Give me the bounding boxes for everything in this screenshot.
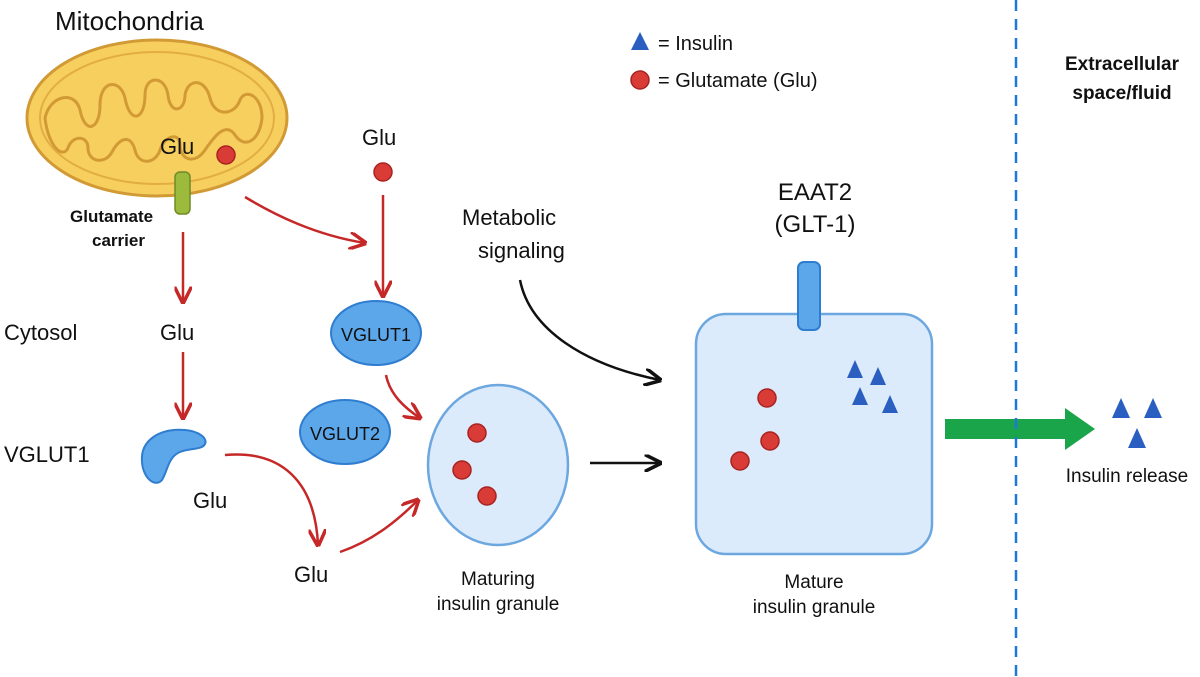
arrow-metabolic-signaling — [518, 279, 660, 380]
glutamate-dot — [730, 451, 750, 471]
released-insulin-triangle — [1144, 398, 1162, 418]
maturing-granule-label-2: insulin granule — [437, 594, 560, 615]
maturing-granule-label-1: Maturing — [461, 569, 535, 590]
mature-insulin-granule — [694, 312, 934, 556]
glutamate-dot — [452, 460, 472, 480]
glu-bottom-label: Glu — [294, 562, 328, 587]
glutamate-dot — [477, 486, 497, 506]
mitochondrion: Glu — [25, 38, 289, 215]
arrow-vglut1-to-glu — [224, 453, 318, 545]
cytosol-label: Cytosol — [4, 320, 77, 345]
vglut1-transporter-crescent — [140, 428, 207, 484]
insulin-triangle — [882, 395, 898, 413]
glutamate-dot — [467, 423, 487, 443]
mitochondria-cristae — [43, 78, 264, 163]
insulin-triangle — [870, 367, 886, 385]
eaat2-transporter — [797, 261, 821, 331]
extracellular-label-1: Extracellular — [1065, 54, 1180, 75]
cytosol-glu-label: Glu — [160, 320, 194, 345]
vglut2-oval-label: VGLUT2 — [310, 424, 380, 444]
legend-glutamate-label: = Glutamate (Glu) — [658, 70, 818, 92]
released-insulin-triangle — [1112, 398, 1130, 418]
glutamate-carrier-label-1: Glutamate — [70, 207, 153, 226]
glu-below-vglut1-label: Glu — [193, 488, 227, 513]
glutamate-dot — [760, 431, 780, 451]
eaat2-label-2: (GLT-1) — [775, 211, 856, 238]
insulin-triangle — [852, 387, 868, 405]
maturing-insulin-granule — [426, 383, 570, 547]
arrow-mitochondria-to-vglut1 — [244, 195, 365, 243]
glutamate-dot — [757, 388, 777, 408]
mature-granule-label-1: Mature — [784, 572, 843, 593]
glu-top-label: Glu — [362, 125, 396, 150]
insulin-release-arrow — [945, 408, 1095, 450]
arrow-vglut1-to-maturing-granule — [384, 374, 420, 418]
legend-glutamate-icon — [630, 70, 650, 90]
metabolic-signaling-label-2: signaling — [478, 238, 565, 263]
legend: = Insulin = Glutamate (Glu) — [630, 32, 818, 92]
glutamate-carrier-label-2: carrier — [92, 231, 145, 250]
vglut1-left-label: VGLUT1 — [4, 442, 90, 467]
insulin-release-label: Insulin release — [1066, 466, 1189, 487]
glu-in-mitochondria-label: Glu — [160, 134, 194, 159]
glutamate-carrier — [174, 171, 191, 215]
vglut2-oval — [299, 399, 391, 465]
arrow-glu-to-maturing-granule — [339, 500, 418, 554]
mature-granule-label-2: insulin granule — [753, 597, 876, 618]
legend-insulin-label: = Insulin — [658, 33, 733, 55]
eaat2-label-1: EAAT2 — [778, 179, 852, 206]
vglut1-oval — [330, 300, 422, 366]
insulin-triangle — [847, 360, 863, 378]
glutamate-dot-top — [373, 162, 393, 182]
metabolic-signaling-label-1: Metabolic — [462, 205, 556, 230]
legend-insulin-icon — [631, 32, 649, 50]
released-insulin-triangle — [1128, 428, 1146, 448]
vglut1-oval-label: VGLUT1 — [341, 325, 411, 345]
extracellular-label-2: space/fluid — [1072, 83, 1171, 104]
mitochondria-title: Mitochondria — [55, 6, 204, 36]
glutamate-dot — [216, 145, 236, 165]
